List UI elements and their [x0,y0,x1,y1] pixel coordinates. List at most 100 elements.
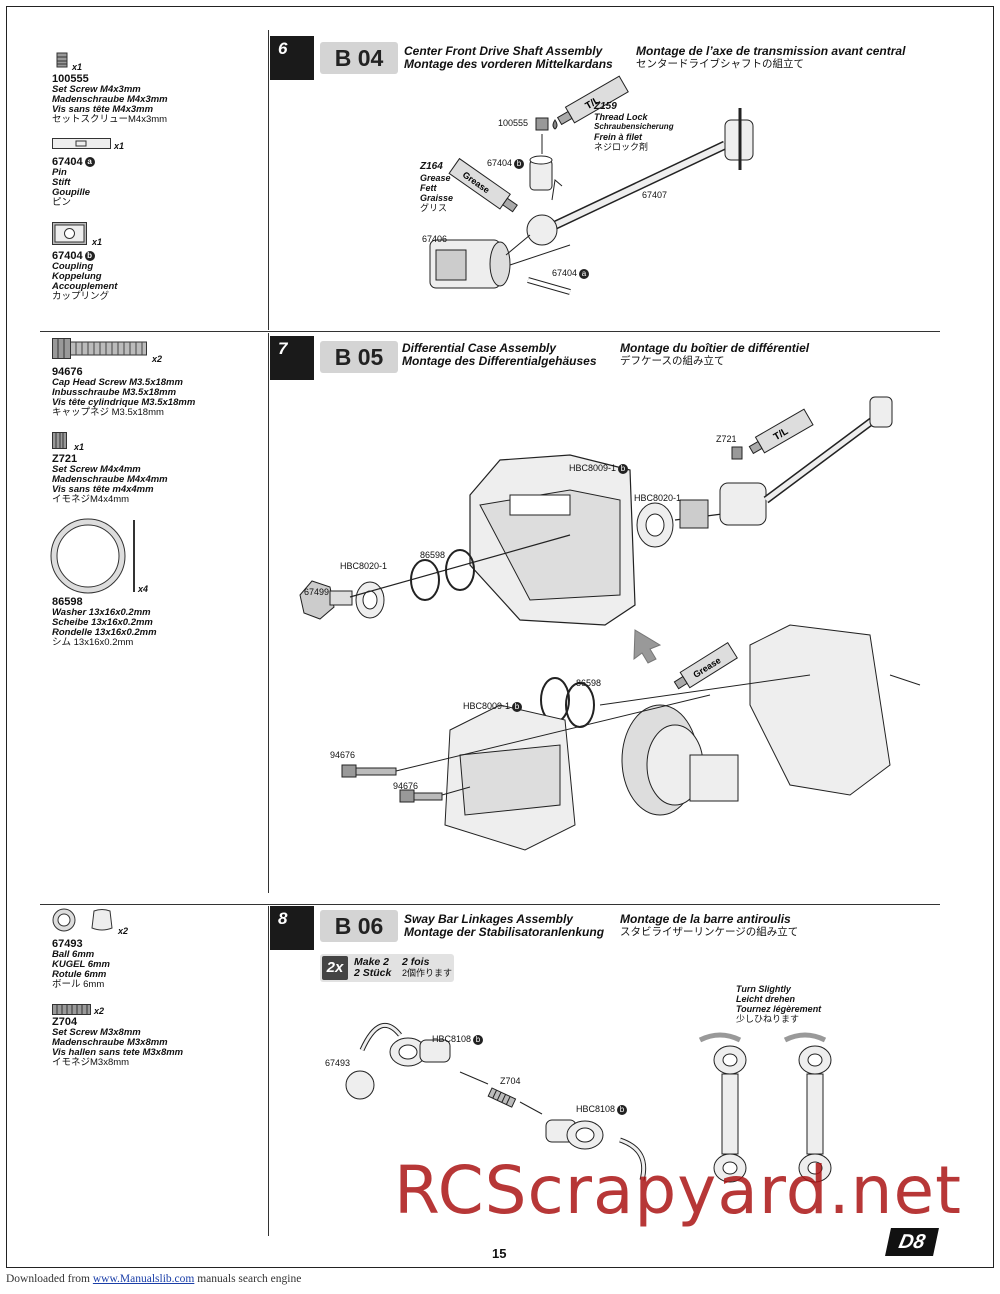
make-count-banner: 2x Make 2 2 Stück 2 fois 2個作ります [320,954,454,982]
part-100555: 100555 Set Screw M4x3mm Madenschraube M4… [52,73,168,125]
part-name-fr: Rondelle 13x16x0.2mm [52,627,157,638]
part-number: 86598 [52,596,83,608]
callout-z704: Z704 [500,1076,521,1086]
callout-100555: 100555 [498,118,529,128]
manualslib-link[interactable]: www.Manualslib.com [92,1273,195,1285]
step-code: B 05 [320,341,398,373]
part-qty: x1 [74,442,85,452]
title-en: Center Front Drive Shaft Assembly [404,44,603,58]
step-title-en-de: Sway Bar Linkages Assembly Montage der S… [404,913,604,939]
part-name-de: Scheibe 13x16x0.2mm [52,617,153,628]
title-fr: Montage de l’axe de transmission avant c… [636,44,906,58]
part-name-jp: ピン [52,197,72,208]
sway-bar-linkage-diagram [345,1023,832,1183]
step-title-en-de: Center Front Drive Shaft Assembly Montag… [404,45,613,71]
title-de: Montage der Stabilisatoranlenkung [404,925,605,939]
part-number: 100555 [52,73,89,85]
part-name-jp: ボール 6mm [52,979,105,990]
title-de: Montage des Differentialgehäuses [402,354,597,368]
step-number: 6 [270,36,314,80]
part-number: 67493 [52,938,83,950]
washer-icon [50,518,135,594]
part-name-jp: カップリング [52,291,110,302]
title-en: Differential Case Assembly [402,341,557,355]
callout-z164: Z164 [420,161,443,172]
part-name-fr: Goupille [52,187,90,198]
callout-86598: 86598 [420,550,446,560]
title-de: Montage des vorderen Mittelkardans [404,57,613,71]
part-name-de: Inbusschraube M3.5x18mm [52,387,177,398]
part-name-en: Ball 6mm [52,949,95,960]
part-name-fr: Vis sans tête m4x4mm [52,484,154,495]
callout-z721: Z721 [716,434,737,444]
title-en: Sway Bar Linkages Assembly [404,912,573,926]
step-title-fr-jp: Montage de la barre antiroulis スタビライザーリン… [620,913,798,939]
callout-jp: ネジロック剤 [594,142,649,152]
make-de: 2 Stück [354,967,392,979]
section-divider [40,904,940,905]
part-name-en: Set Screw M4x4mm [52,464,141,475]
part-name-de: Madenschraube M4x3mm [52,94,168,105]
part-name-fr: Vis hallen sans tete M3x8mm [52,1047,184,1058]
column-divider [268,30,269,330]
download-footer: Downloaded from www.Manualslib.com manua… [6,1273,301,1285]
part-qty: x4 [138,584,149,594]
page-number: 15 [492,1246,507,1261]
turn-jp: 少しひねります [736,1014,800,1024]
part-qty: x1 [92,237,103,247]
step-title-fr-jp: Montage du boîtier de différentiel デフケース… [620,342,809,368]
coupling-icon [52,222,87,245]
variant-badge: b [84,251,95,262]
part-name-jp: イモネジM4x4mm [52,494,130,505]
title-fr: Montage du boîtier de différentiel [620,341,810,355]
part-number: Z721 [52,453,78,465]
make-count-icon: 2x [322,956,348,980]
part-number: 67404 [52,156,83,168]
step-number: 7 [270,336,314,380]
callout-schraubensicherung: Schraubensicherung [594,122,674,131]
part-name-de: Koppelung [52,271,102,282]
variant-badge: a [84,157,95,168]
callout-frein: Frein à filet [594,132,643,142]
part-94676: 94676 Cap Head Screw M3.5x18mm Inbusschr… [52,366,195,418]
part-name-en: Cap Head Screw M3.5x18mm [52,377,183,388]
make-fr: 2 fois [402,956,430,968]
callout-67499: 67499 [304,587,330,597]
part-number: 67404 [52,250,83,262]
part-qty: x1 [114,141,125,151]
turn-en: Turn Slightly [736,984,791,994]
callout-67406: 67406 [422,234,448,244]
callout-thread-lock: Thread Lock [594,112,648,122]
part-number: 94676 [52,366,83,378]
part-86598: 86598 Washer 13x16x0.2mm Scheibe 13x16x0… [52,596,157,648]
part-name-en: Coupling [52,261,94,272]
title-jp: センタードライブシャフトの組立て [636,58,804,70]
callout-94676: 94676 [330,750,356,760]
part-name-fr: Rotule 6mm [52,969,107,980]
title-jp: スタビライザーリンケージの組み立て [620,926,799,938]
step-title-fr-jp: Montage de l’axe de transmission avant c… [636,45,905,71]
part-name-fr: Vis tête cylindrique M3.5x18mm [52,397,196,408]
part-name-jp: シム 13x16x0.2mm [52,637,134,648]
callout-jp-grease: グリス [420,203,448,213]
step-code: B 04 [320,42,398,74]
make-jp: 2個作ります [402,968,453,978]
footer-prefix: Downloaded from [6,1273,93,1285]
part-name-de: KUGEL 6mm [52,959,110,970]
callout-hbc8020-1: HBC8020-1 [634,493,682,503]
step-code: B 06 [320,910,398,942]
title-jp: デフケースの組み立て [620,355,725,367]
part-qty: x2 [118,926,129,936]
callout-hbc8020-1: HBC8020-1 [340,561,388,571]
callout-z159: Z159 [594,101,617,112]
callout-fett: Fett [420,183,437,193]
ball-icon [52,908,113,932]
turn-instruction: Turn Slightly Leicht drehen Tournez légè… [736,984,821,1024]
part-name-jp: イモネジM3x8mm [52,1057,130,1068]
